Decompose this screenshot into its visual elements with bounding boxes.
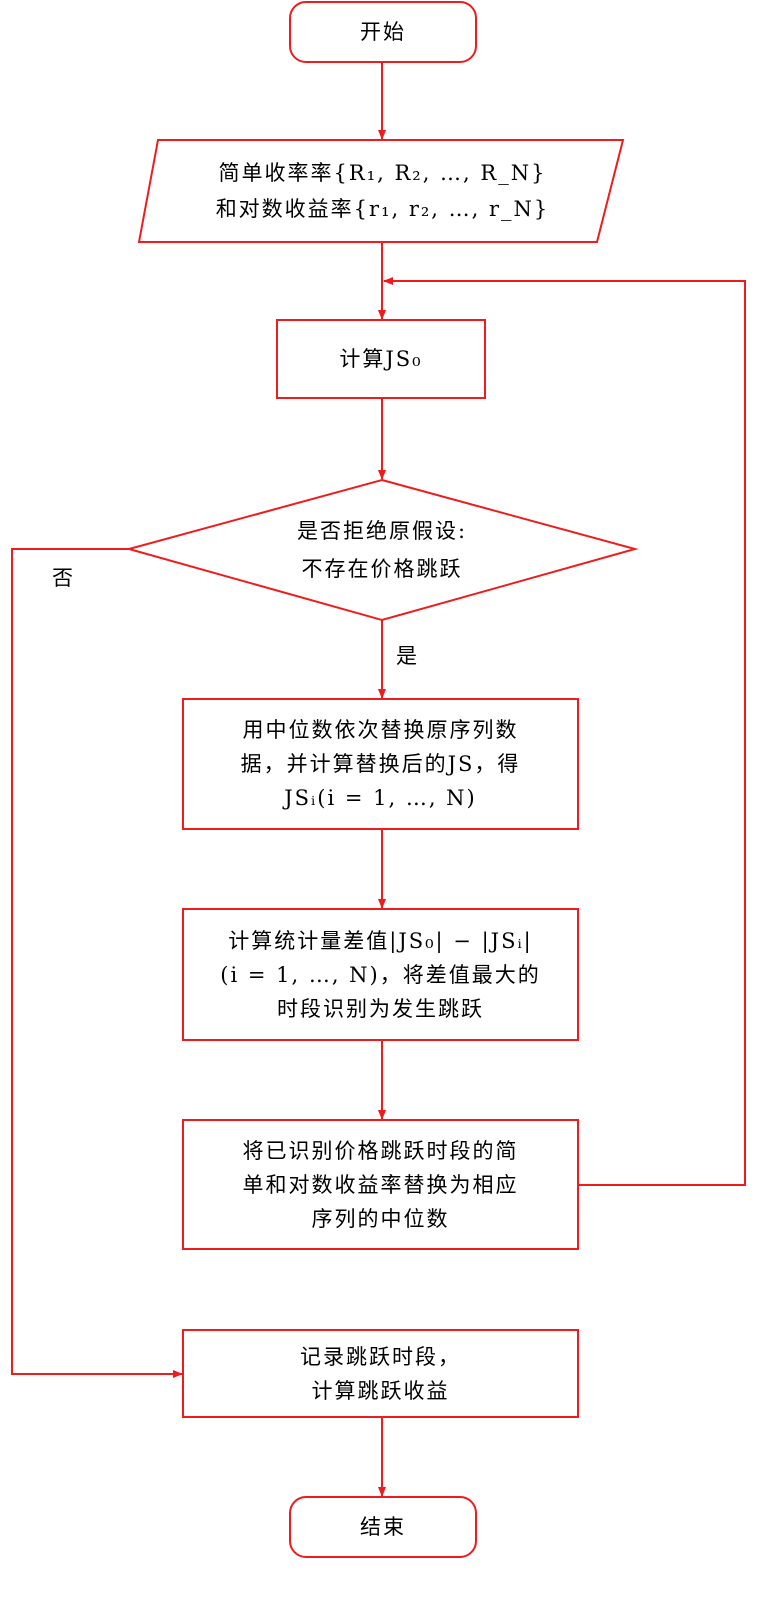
decision-label-line2: 不存在价格跳跃 [301,557,463,581]
record-process-shape [182,1329,579,1418]
record-label: 记录跳跃时段， 计算跳跃收益 [183,1330,578,1417]
input-label-line2: 和对数收益率{r₁, r₂, …, r_N} [215,197,550,221]
record-label-line2: 计算跳跃收益 [311,1378,450,1403]
input-parallelogram-shape [137,139,625,243]
start-label: 开始 [360,20,406,44]
decision-label: 是否拒绝原假设: 不存在价格跳跃 [180,500,584,600]
input-label: 简单收率率{R₁, R₂, …, R_N} 和对数收益率{r₁, r₂, …, … [150,140,615,242]
yes-edge-label: 是 [396,644,417,668]
end-label: 结束 [360,1515,406,1539]
loop-back-arrow [383,277,746,1186]
replace-label: 用中位数依次替换原序列数 据，并计算替换后的JS，得 JSᵢ(i = 1, …,… [183,699,578,829]
no-branch-arrow [11,548,183,1378]
compute-js0-label: 计算JS₀ [339,347,423,371]
decision-label-line1: 是否拒绝原假设: [296,519,468,543]
replace-label-line2: 据，并计算替换后的JS，得 [240,752,521,776]
end-terminal-shape [289,1496,477,1558]
no-edge-label: 否 [52,566,73,590]
diff-label-line3: 时段识别为发生跳跃 [277,996,484,1021]
replace-label-line3: JSᵢ(i = 1, …, N) [284,786,477,810]
diff-label: 计算统计量差值|JS₀| − |JSᵢ| (i = 1, …, N)，将差值最大… [183,909,578,1040]
diff-label-line1: 计算统计量差值|JS₀| − |JSᵢ| [228,928,533,953]
substitute-label: 将已识别价格跳跃时段的简 单和对数收益率替换为相应 序列的中位数 [183,1120,578,1249]
substitute-label-line3: 序列的中位数 [311,1206,450,1231]
input-label-line1: 简单收率率{R₁, R₂, …, R_N} [218,161,547,185]
substitute-label-line1: 将已识别价格跳跃时段的简 [242,1138,519,1163]
substitute-label-line2: 单和对数收益率替换为相应 [242,1172,519,1197]
replace-process-shape [182,698,579,830]
diff-process-shape [182,908,579,1041]
diff-label-line2: (i = 1, …, N)，将差值最大的 [220,962,541,987]
replace-label-line1: 用中位数依次替换原序列数 [242,718,519,742]
record-label-line1: 记录跳跃时段， [300,1344,461,1369]
